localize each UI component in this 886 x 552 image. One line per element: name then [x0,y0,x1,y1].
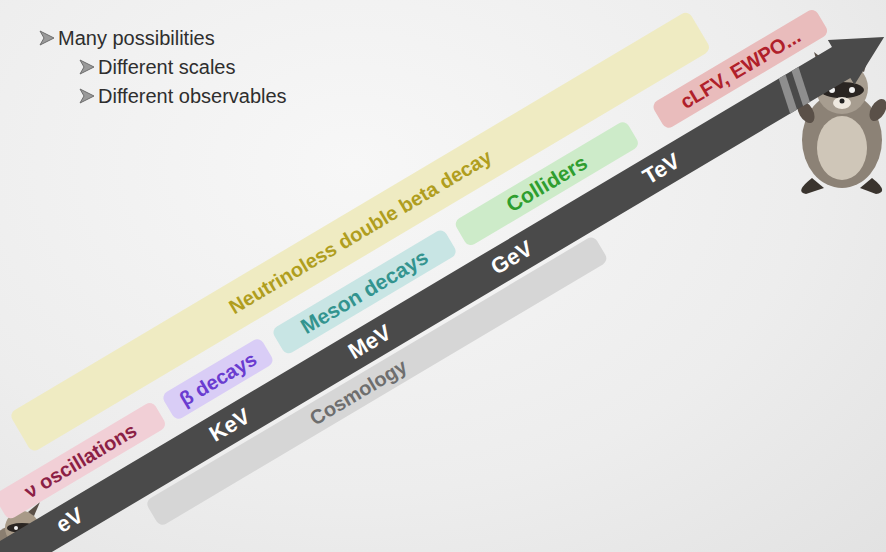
arrow-body [0,15,886,552]
break-mark [785,67,817,106]
bullet-marker [80,60,94,74]
bullet-text: Many possibilities [58,26,215,50]
bullet-marker [80,89,94,103]
bullet-text: Different observables [98,84,287,108]
bullet-marker [40,31,54,45]
bullet-text: Different scales [98,55,235,79]
